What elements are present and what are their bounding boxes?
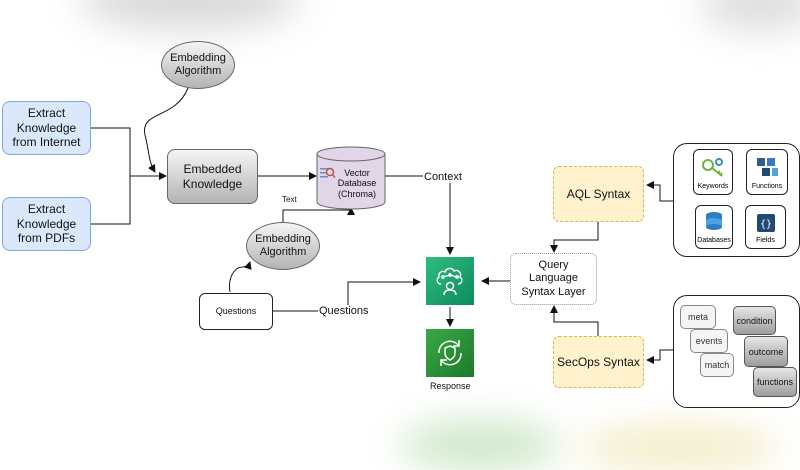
database-icon [706, 212, 722, 230]
edge-vectordb-llm [385, 175, 454, 255]
aql-item-keywords: Keywords [693, 149, 733, 195]
brain-cloud-icon [436, 267, 463, 296]
secops-syntax: SecOps Syntax [553, 336, 644, 388]
secops-chip-outcome: outcome [744, 336, 788, 367]
embedding-algorithm-mid: Embedding Algorithm [246, 222, 320, 270]
source-internet: Extract Knowledge from Internet [2, 101, 91, 155]
secops-chip-condition: condition [733, 306, 776, 335]
edge-secopspanel-secops [646, 349, 673, 364]
query-language-layer: Query Language Syntax Layer [510, 253, 597, 305]
cubes-icon [757, 158, 778, 176]
vector-db-line-1: Vector [344, 168, 370, 178]
vector-db-line-2: Database [337, 178, 377, 189]
key-icon [702, 158, 723, 177]
secops-chip-functions: functions [753, 367, 797, 397]
response-label: Response [430, 381, 471, 391]
magnifier-icon [320, 167, 336, 178]
vector-database-cylinder [316, 146, 386, 210]
aql-item-functions: Functions [746, 149, 788, 195]
aql-item-fields: {} Fields [745, 205, 786, 249]
aql-syntax: AQL Syntax [553, 166, 644, 222]
edge-embedding-mid-vectordb [282, 207, 355, 222]
edge-label-text: Text [282, 195, 297, 204]
embedded-knowledge: Embedded Knowledge [167, 149, 258, 204]
edge-pdfs-embedded [91, 176, 131, 225]
aql-item-databases-label: Databases [697, 237, 731, 244]
braces-icon: {} [756, 214, 775, 232]
edge-questions-llm [273, 278, 421, 312]
edge-internet-embedded [91, 127, 167, 180]
aql-item-databases: Databases [695, 205, 733, 249]
secops-chip-events: events [690, 329, 728, 353]
shield-refresh-icon [438, 340, 462, 366]
aql-item-functions-label: Functions [751, 183, 783, 190]
edge-label-context: Context [423, 171, 463, 183]
svg-text:{}: {} [759, 219, 771, 230]
embedding-algorithm-top: Embedding Algorithm [161, 41, 235, 89]
edge-aql-query [550, 222, 599, 253]
vector-database-label: Vector Database (Chroma) [332, 168, 382, 199]
edge-label-questions: Questions [318, 305, 370, 317]
edge-aqlpanel-aql [646, 181, 673, 202]
llm-node [426, 257, 474, 305]
edge-questions-embedding [229, 261, 252, 293]
edge-embedding-top-embedded [144, 87, 189, 173]
edge-secops-query [550, 305, 599, 336]
aql-item-fields-label: Fields [756, 237, 775, 244]
source-pdfs: Extract Knowledge from PDFs [2, 197, 91, 251]
vector-db-line-3: (Chroma) [337, 188, 376, 199]
response-node [426, 329, 474, 377]
secops-chip-meta: meta [680, 305, 716, 329]
questions-box: Questions [199, 293, 273, 330]
aql-item-keywords-label: Keywords [697, 183, 729, 190]
secops-chip-match: match [700, 353, 734, 377]
